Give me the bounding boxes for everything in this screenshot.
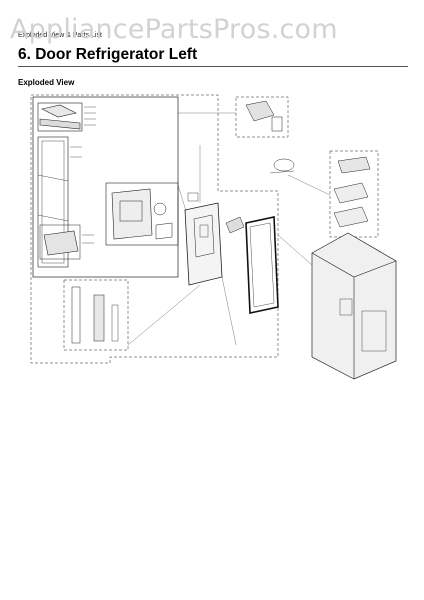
assembly-outline-dashed: [30, 94, 279, 364]
breadcrumb: Exploded View & Parts List: [18, 32, 102, 39]
watermark: AppliancePartsPros.com: [10, 14, 338, 45]
door-liner-part: [37, 136, 69, 268]
dispenser-sub-box: [105, 182, 179, 246]
lower-bracket-part: [39, 224, 81, 260]
upper-cover-part: [37, 102, 83, 132]
exploded-view-diagram: [0, 85, 424, 385]
page-title: 6. Door Refrigerator Left: [18, 46, 198, 63]
top-hinge-box: [235, 96, 289, 138]
hinge-sub-box: [63, 279, 129, 351]
exploded-view-heading: Exploded View: [18, 78, 75, 87]
door-outer-panel: [184, 202, 223, 286]
title-divider: [18, 66, 408, 67]
door-gasket: [245, 216, 279, 314]
